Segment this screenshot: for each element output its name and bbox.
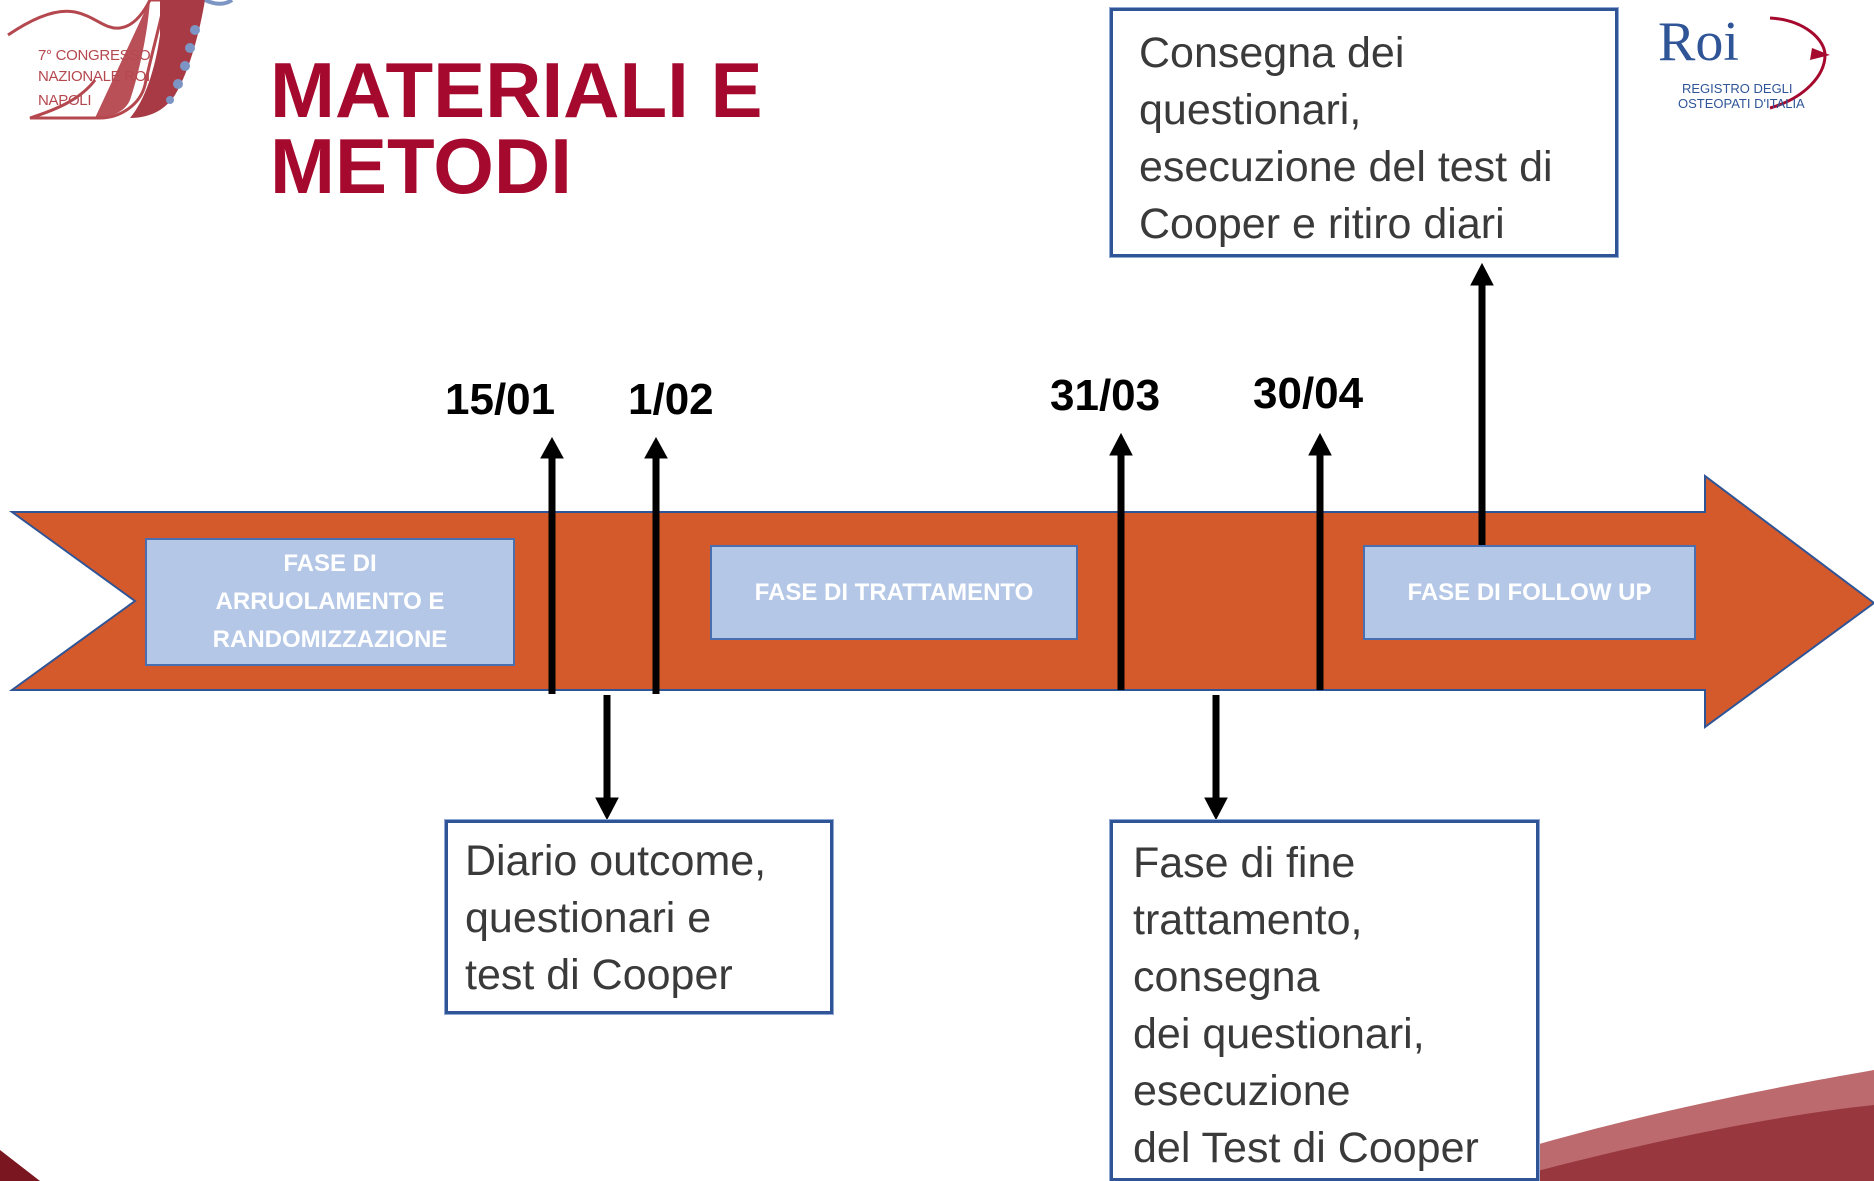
date-label-1-02: 1/02 [628,375,714,424]
date-label-30-04: 30/04 [1253,369,1364,418]
vesuvius-spine-logo-icon [7,0,234,120]
note-box-treatment-end: Fase di fine trattamento, consegna dei q… [1110,820,1539,1181]
phase-box-follow-up: FASE DI FOLLOW UP [1363,545,1696,640]
arrow-icon-down-right [1204,695,1228,821]
arrow-icon-30-04 [1308,432,1332,690]
phase-box-enrollment: FASE DI ARRUOLAMENTO E RANDOMIZZAZIONE [145,538,515,666]
congress-logo-line2: NAZIONALE ROI [38,68,150,85]
arrow-icon-15-01 [540,436,564,694]
date-label-31-03: 31/03 [1050,371,1161,420]
congress-logo-line1: 7° CONGRESSO [38,47,151,64]
arrow-icon-down-left [595,695,619,821]
roi-logo: Roi REGISTRO DEGLI OSTEOPATI D'ITALIA [1630,0,1874,130]
date-label-15-01: 15/01 [445,375,556,424]
congress-logo-line3: NAPOLI [38,92,92,109]
arrow-icon-31-03 [1109,432,1133,690]
note-box-follow-up: Consegna dei questionari, esecuzione del… [1110,8,1618,257]
arrow-icon-follow-up [1470,262,1494,545]
roi-logo-line1: REGISTRO DEGLI [1682,81,1793,96]
page-title: MATERIALI E METODI [270,46,763,210]
arrow-icon-1-02 [644,436,668,694]
phase-box-treatment: FASE DI TRATTAMENTO [710,545,1078,640]
roi-logo-line2: OSTEOPATI D'ITALIA [1678,96,1805,111]
roi-logo-mark: Roi [1658,11,1739,73]
note-box-enrollment-end: Diario outcome, questionari e test di Co… [445,820,833,1014]
congress-logo: 7° CONGRESSO NAZIONALE ROI NAPOLI [0,0,240,120]
roi-logo-icon [1769,16,1830,110]
